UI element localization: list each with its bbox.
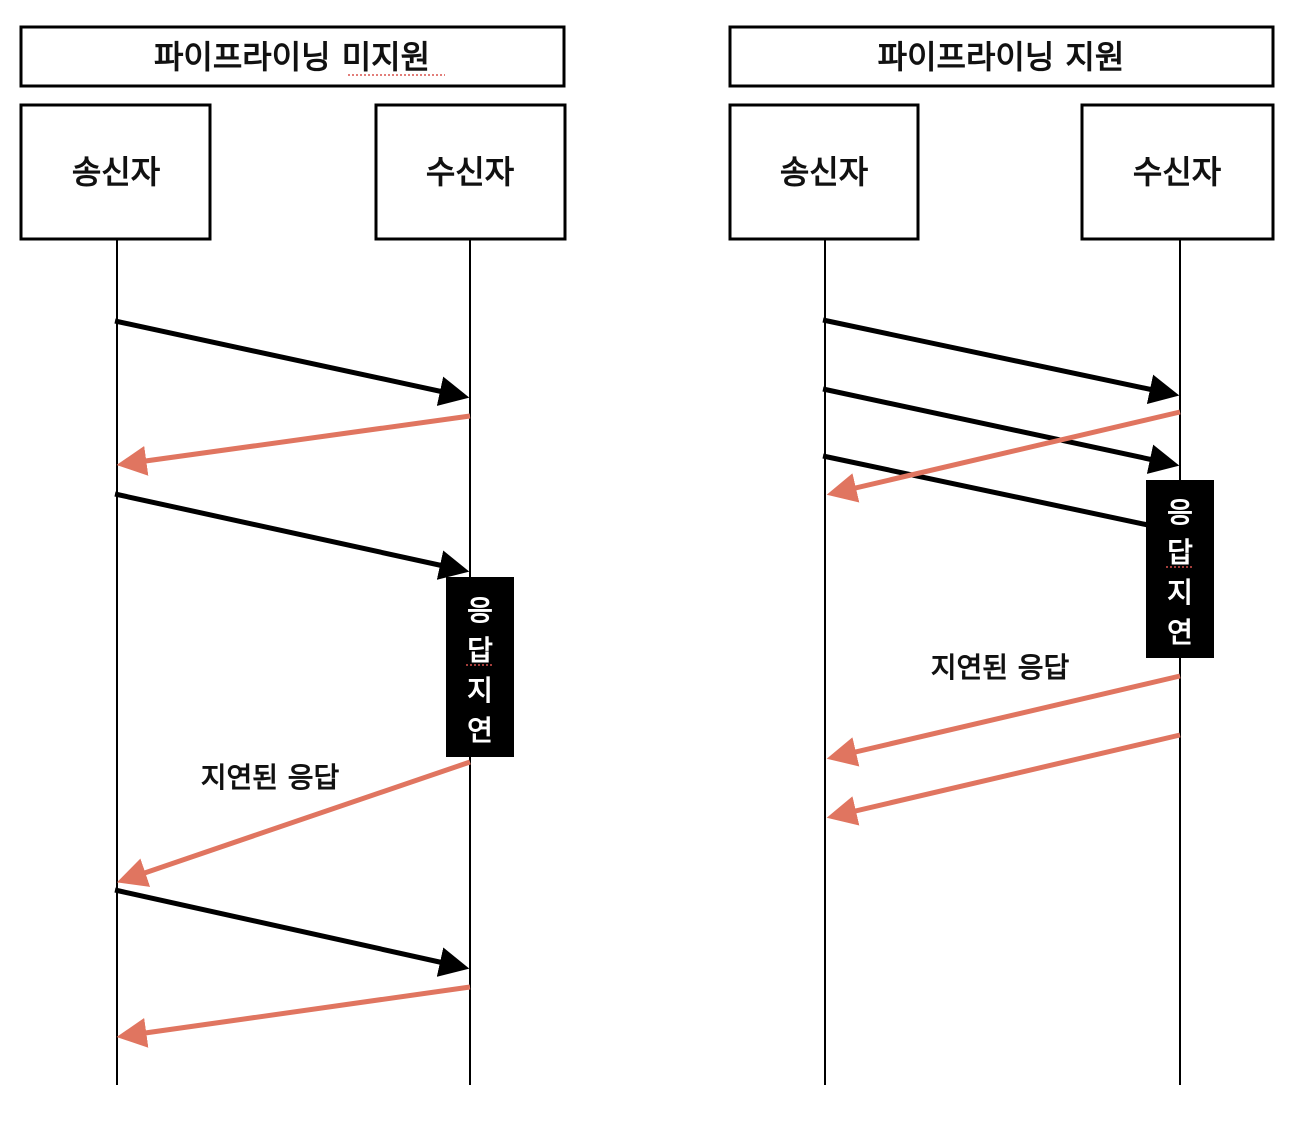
- left-delay-char-3: 지: [467, 674, 493, 707]
- left-request-2: [114, 491, 470, 580]
- right-title: 파이프라이닝 지원: [878, 38, 1125, 76]
- right-delayed-response-2: [826, 732, 1181, 826]
- right-delay-char-2: 답: [1167, 536, 1193, 569]
- left-delayed-response: [116, 759, 471, 887]
- right-diagram: 파이프라이닝 지원 송신자 수신자 응 답 지 연 지연된 응답: [728, 25, 1275, 1085]
- left-title: 파이프라이닝 미지원: [154, 38, 430, 76]
- left-delayed-label: 지연된 응답: [201, 761, 340, 794]
- right-delay-char-3: 지: [1167, 576, 1193, 609]
- right-delay-box: [1146, 480, 1214, 658]
- right-sender-box: [728, 103, 920, 241]
- left-delay-box: [446, 577, 514, 757]
- left-response-3: [116, 984, 471, 1048]
- right-delayed-response-1: [826, 673, 1181, 767]
- right-delay-char-4: 연: [1167, 616, 1193, 649]
- right-delay-char-1: 응: [1167, 496, 1193, 529]
- right-sender-label: 송신자: [780, 153, 869, 191]
- left-diagram: 파이프라이닝 미지원 송신자 수신자 응 답 지 연 지연된 응답: [19, 25, 567, 1085]
- left-title-box: [19, 25, 566, 88]
- left-request-1: [114, 318, 470, 406]
- left-receiver-box: [374, 103, 567, 241]
- left-delay-char-4: 연: [467, 714, 493, 747]
- right-receiver-box: [1080, 103, 1275, 241]
- right-request-3: [822, 453, 1149, 528]
- left-delay-char-1: 응: [467, 594, 493, 627]
- left-delay-char-2: 답: [467, 634, 493, 667]
- right-request-1: [822, 317, 1180, 405]
- left-request-3: [114, 887, 470, 977]
- right-receiver-label: 수신자: [1133, 153, 1222, 191]
- left-receiver-label: 수신자: [426, 153, 515, 191]
- left-response-1: [116, 413, 471, 476]
- left-sender-box: [19, 103, 212, 241]
- left-sender-label: 송신자: [72, 153, 161, 191]
- right-request-2: [822, 386, 1180, 474]
- right-title-box: [728, 25, 1275, 88]
- right-delayed-label: 지연된 응답: [931, 651, 1070, 684]
- right-response-1: [826, 409, 1181, 503]
